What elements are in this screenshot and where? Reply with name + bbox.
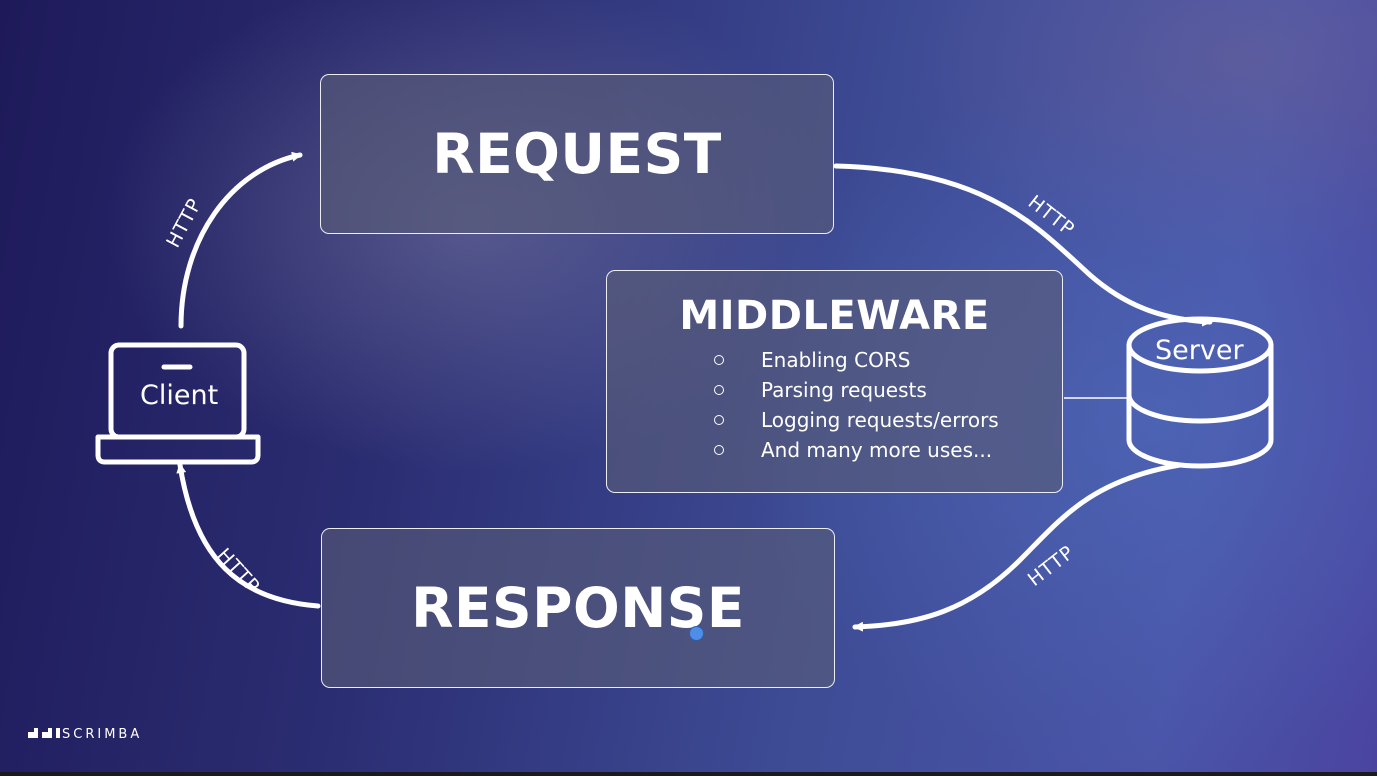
laptop-icon bbox=[95, 342, 261, 465]
bottom-bar bbox=[0, 772, 1377, 776]
list-item: Enabling CORS bbox=[607, 345, 1062, 375]
database-icon bbox=[1126, 316, 1274, 469]
middleware-box: MIDDLEWARE Enabling CORS Parsing request… bbox=[606, 270, 1063, 493]
bullet-icon bbox=[714, 385, 724, 395]
brand: SCRIMBA bbox=[28, 726, 142, 742]
middleware-title: MIDDLEWARE bbox=[679, 293, 990, 339]
cursor-dot bbox=[689, 626, 704, 641]
server-label: Server bbox=[1155, 335, 1244, 366]
request-title: REQUEST bbox=[432, 122, 722, 186]
middleware-uses-list: Enabling CORS Parsing requests Logging r… bbox=[607, 345, 1062, 465]
list-item: Parsing requests bbox=[607, 375, 1062, 405]
list-item-text: And many more uses... bbox=[761, 438, 993, 462]
bullet-icon bbox=[714, 415, 724, 425]
response-title: RESPONSE bbox=[411, 576, 745, 640]
client-label: Client bbox=[140, 380, 219, 411]
response-box: RESPONSE bbox=[321, 528, 835, 688]
request-box: REQUEST bbox=[320, 74, 834, 234]
list-item: Logging requests/errors bbox=[607, 405, 1062, 435]
arrow-response-to-client bbox=[176, 462, 321, 609]
list-item-text: Parsing requests bbox=[761, 378, 927, 402]
arrow-client-to-request bbox=[178, 151, 303, 329]
list-item-text: Enabling CORS bbox=[761, 348, 911, 372]
list-item-text: Logging requests/errors bbox=[761, 408, 999, 432]
scrimba-logo-icon bbox=[28, 728, 60, 738]
bullet-icon bbox=[714, 445, 724, 455]
list-item: And many more uses... bbox=[607, 435, 1062, 465]
arrow-request-to-server bbox=[833, 163, 1213, 327]
brand-name: SCRIMBA bbox=[62, 726, 143, 742]
arrow-server-to-response bbox=[852, 462, 1183, 632]
bullet-icon bbox=[714, 355, 724, 365]
